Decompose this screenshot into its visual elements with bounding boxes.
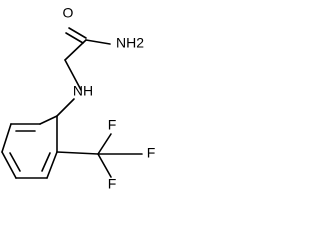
ring-inner-bond-2 — [9, 152, 21, 172]
atom-label-nh2: NH2 — [116, 35, 144, 51]
bond-ch2-nh — [64, 59, 82, 91]
atom-label-f-bottom: F — [108, 176, 117, 192]
ring-bond-6 — [46, 151, 58, 179]
bond-nh-ring — [56, 98, 75, 117]
ring-bond-4 — [1, 151, 17, 179]
bond-c-o-double-1 — [68, 27, 87, 39]
bond-ring-cf3 — [56, 151, 99, 155]
ring-inner-bond-3 — [41, 152, 51, 172]
atom-label-o: O — [63, 5, 74, 21]
ring-bond-3 — [1, 123, 12, 153]
atom-label-f-top: F — [108, 117, 117, 133]
bond-c-f-top — [97, 133, 112, 155]
structure-canvas: O NH2 NH F F F — [1, 4, 156, 192]
bond-c-f-bottom — [97, 153, 112, 178]
atom-label-f-right: F — [147, 145, 156, 161]
bond-c-nh2 — [85, 39, 111, 45]
ring-bond-1 — [39, 115, 58, 125]
bond-c-ch2 — [64, 39, 87, 61]
atom-label-nh: NH — [73, 83, 93, 99]
bond-c-o-double-2 — [65, 32, 84, 44]
chemical-structure: O NH2 NH F F F — [1, 5, 156, 192]
